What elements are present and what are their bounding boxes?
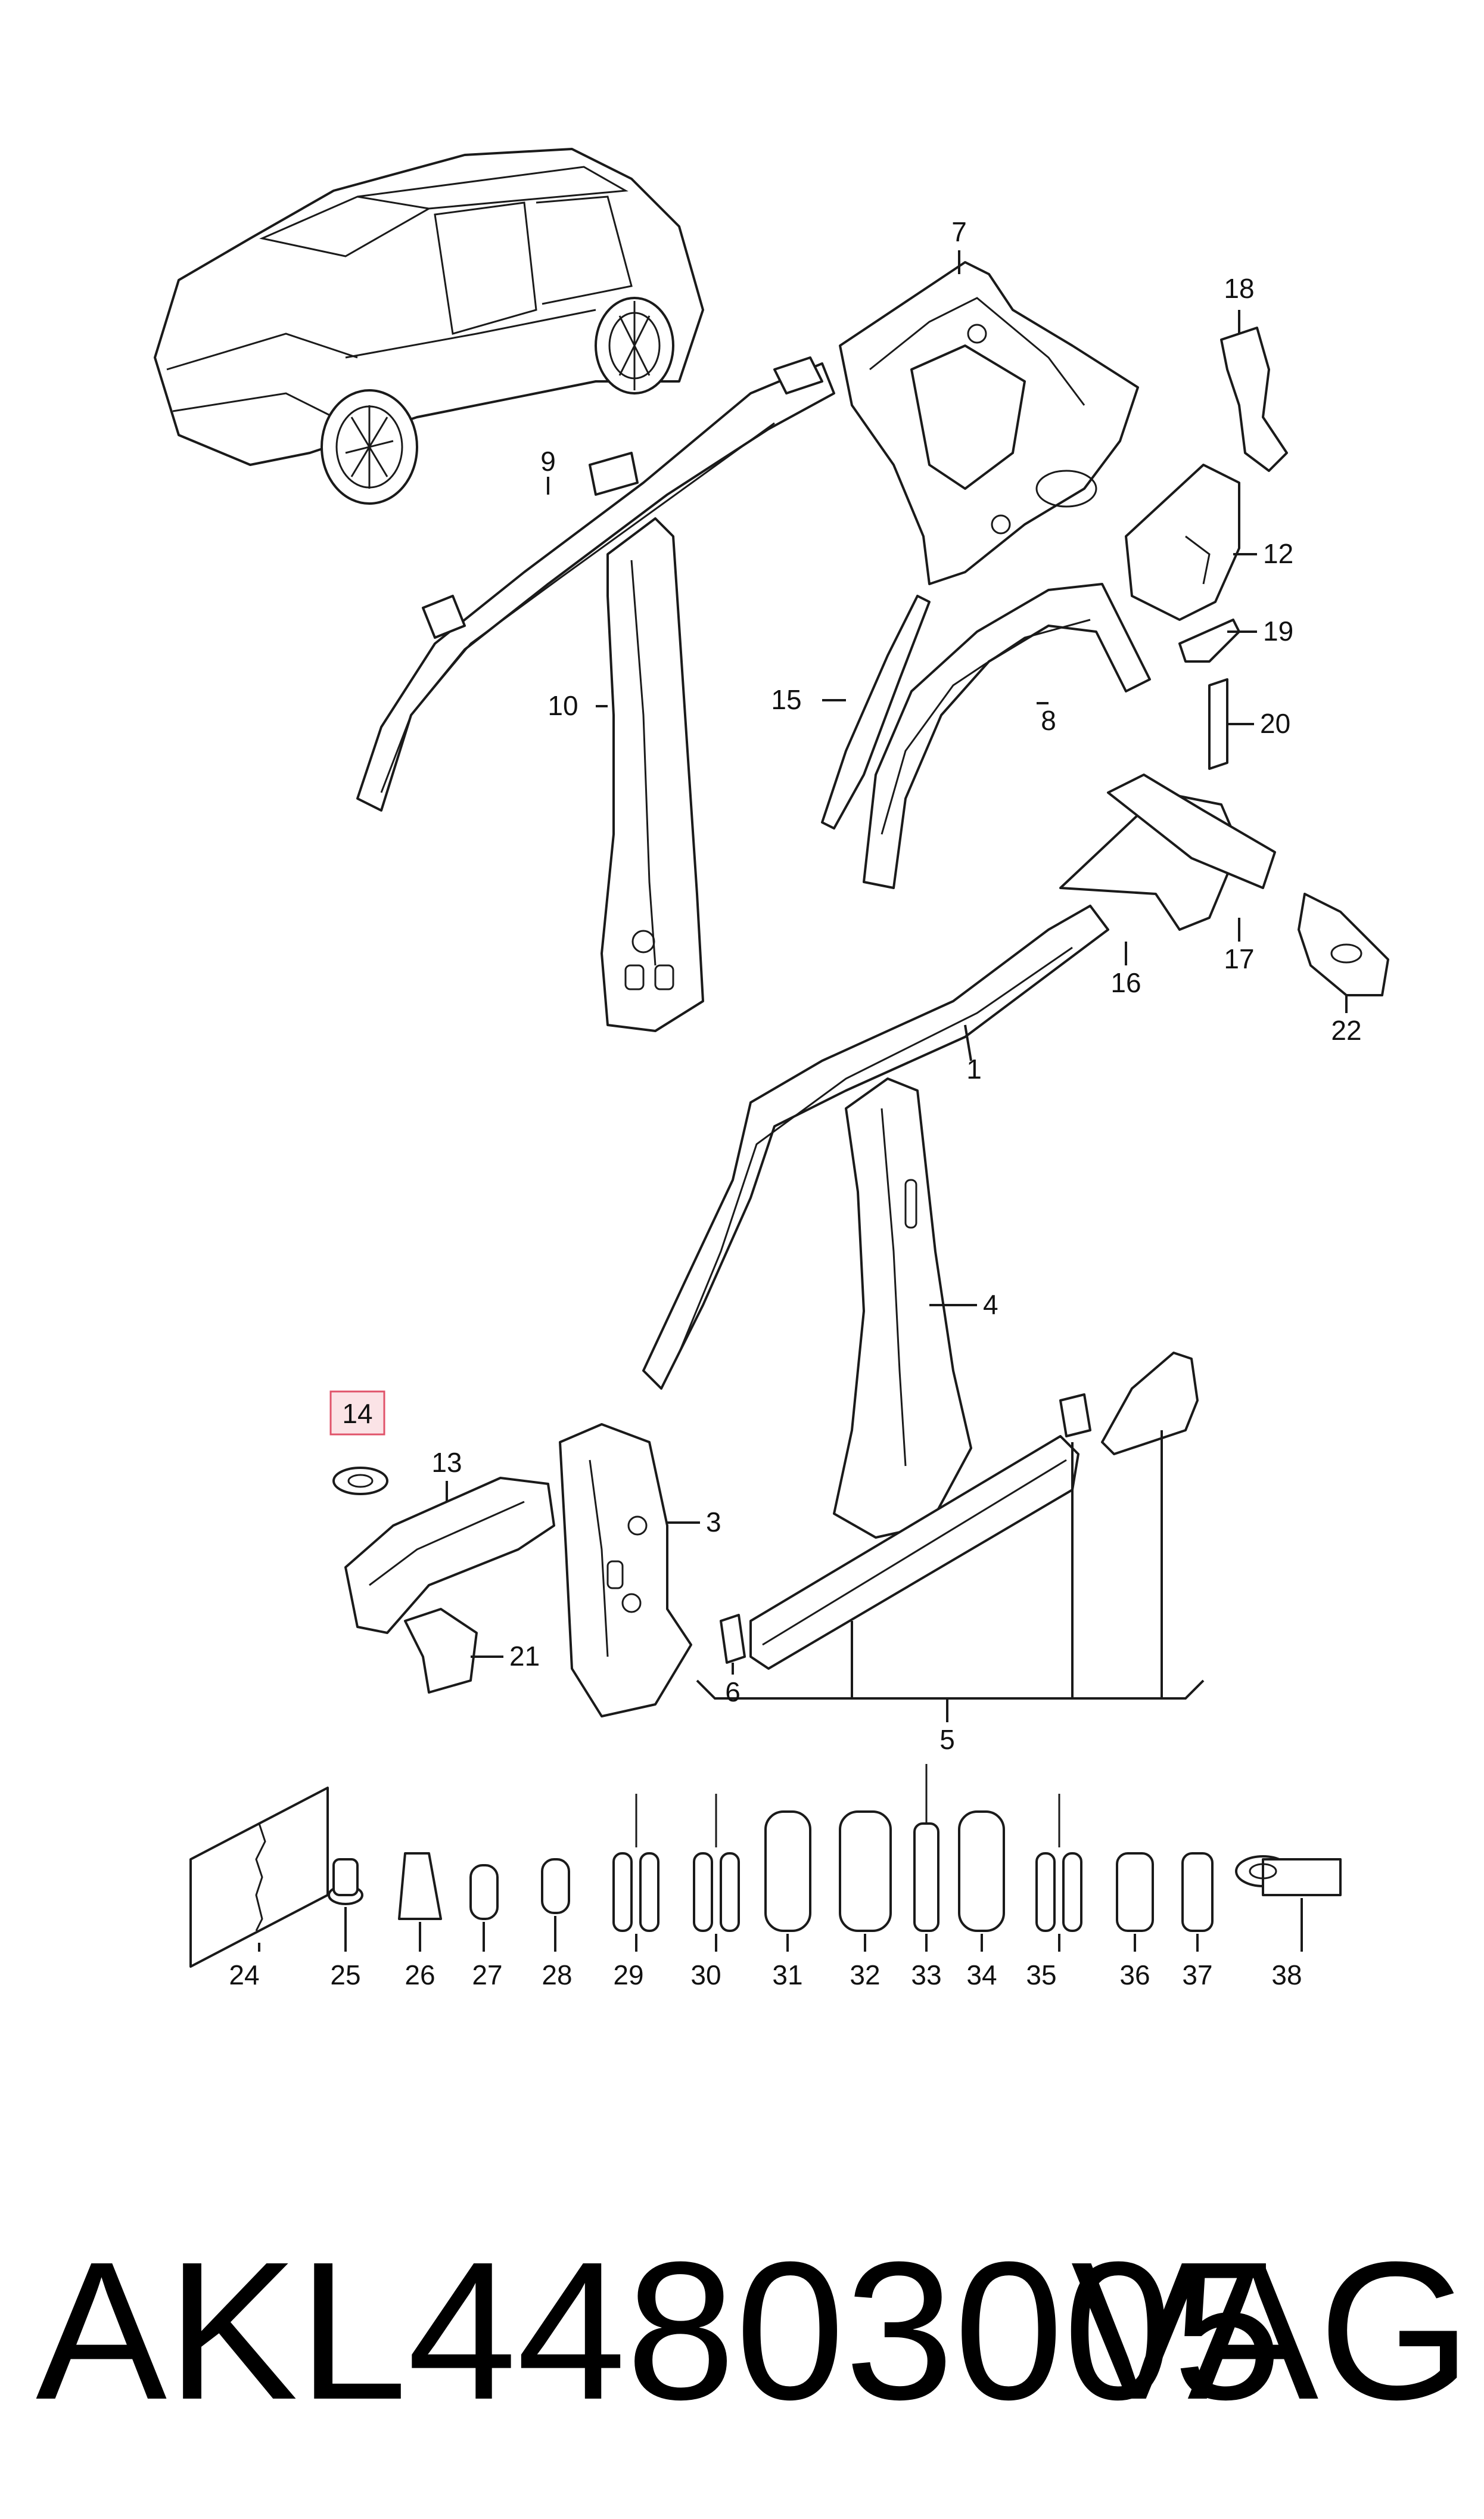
footer: AKL44803005 VAG bbox=[36, 2220, 1471, 2440]
callout-37: 37 bbox=[1182, 1959, 1212, 1990]
callout-33: 33 bbox=[911, 1959, 941, 1990]
callout-13: 13 bbox=[431, 1447, 462, 1478]
callout-9: 9 bbox=[540, 446, 556, 477]
accessories-row bbox=[189, 1764, 1342, 1968]
part-sill-group bbox=[720, 1352, 1199, 1670]
callout-24: 24 bbox=[229, 1959, 259, 1990]
callout-8: 8 bbox=[1041, 705, 1056, 736]
accessory-callouts: 24 25 26 27 28 29 30 31 32 33 34 35 36 3… bbox=[229, 1898, 1303, 1990]
callout-20: 20 bbox=[1260, 708, 1290, 739]
part-quarter-inner bbox=[839, 261, 1139, 585]
leader-lines bbox=[446, 250, 1348, 1722]
part-a-pillar-lower bbox=[559, 1423, 692, 1717]
callout-26: 26 bbox=[405, 1959, 435, 1990]
callout-35: 35 bbox=[1026, 1959, 1056, 1990]
callout-29: 29 bbox=[613, 1959, 643, 1990]
callout-1: 1 bbox=[966, 1054, 982, 1085]
callout-32: 32 bbox=[850, 1959, 880, 1990]
callout-28: 28 bbox=[542, 1959, 572, 1990]
part-b-pillar-inner bbox=[601, 517, 704, 1032]
part-b-pillar-outer bbox=[833, 1077, 972, 1539]
callout-14: 14 bbox=[342, 1398, 372, 1429]
callout-36: 36 bbox=[1119, 1959, 1150, 1990]
part-small-right-group bbox=[1125, 327, 1288, 770]
callout-21: 21 bbox=[509, 1641, 540, 1672]
part-wheel-housing bbox=[821, 583, 1151, 889]
callout-3: 3 bbox=[706, 1507, 721, 1538]
callout-18: 18 bbox=[1224, 273, 1254, 304]
callout-7: 7 bbox=[951, 216, 967, 247]
callout-4: 4 bbox=[983, 1289, 998, 1320]
callout-labels: 1 3 4 5 6 7 8 9 10 12 13 14 15 16 17 18 … bbox=[329, 216, 1362, 1755]
callout-15: 15 bbox=[771, 684, 801, 715]
callout-34: 34 bbox=[966, 1959, 997, 1990]
callout-16: 16 bbox=[1110, 967, 1141, 998]
part-roof-rail bbox=[356, 356, 835, 812]
callout-14-highlight bbox=[329, 1390, 385, 1436]
callout-27: 27 bbox=[472, 1959, 502, 1990]
callout-10: 10 bbox=[547, 690, 578, 721]
callout-5: 5 bbox=[939, 1724, 955, 1755]
callout-17: 17 bbox=[1224, 943, 1254, 974]
part-number: AKL44803005 bbox=[36, 2220, 1282, 2440]
callout-22: 22 bbox=[1331, 1015, 1361, 1046]
callout-12: 12 bbox=[1263, 538, 1293, 569]
callout-38: 38 bbox=[1271, 1959, 1302, 1990]
callout-19: 19 bbox=[1263, 616, 1293, 647]
callout-25: 25 bbox=[330, 1959, 360, 1990]
part-side-frame-roof bbox=[642, 905, 1109, 1390]
brand-label: VAG bbox=[1071, 2220, 1471, 2440]
vehicle-overview bbox=[154, 148, 704, 505]
part-rear-members bbox=[1059, 774, 1389, 996]
callout-31: 31 bbox=[772, 1959, 802, 1990]
callout-30: 30 bbox=[690, 1959, 721, 1990]
callout-6: 6 bbox=[725, 1676, 741, 1707]
